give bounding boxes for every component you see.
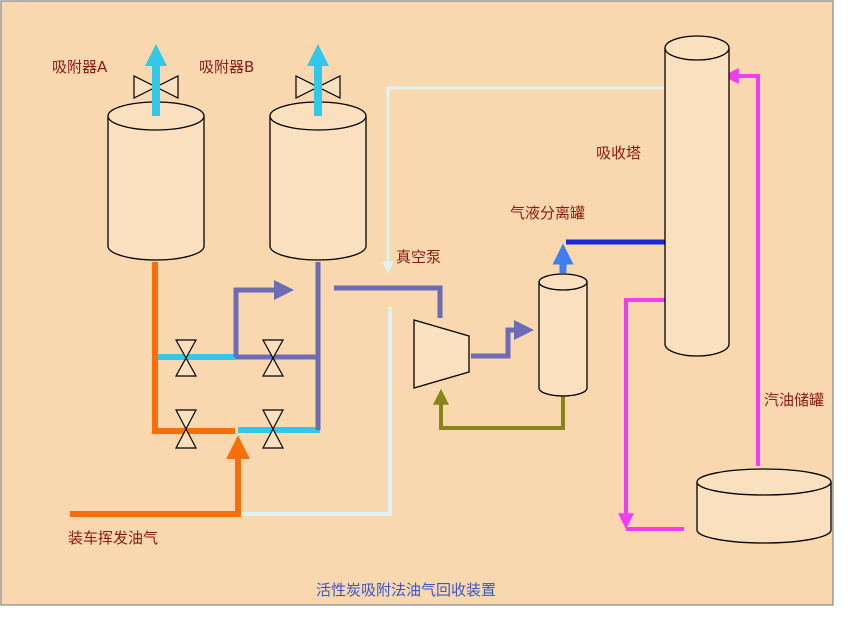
label-adsorber-a: 吸附器A xyxy=(52,58,108,76)
loading-vapor-inlet-line xyxy=(70,435,250,517)
label-vacuum-pump: 真空泵 xyxy=(396,248,441,266)
pale-tower-to-pump-line xyxy=(382,86,665,274)
valve-a-upper[interactable] xyxy=(174,339,198,377)
adsorber-b xyxy=(269,101,367,261)
magenta-tank-to-tower-line xyxy=(722,68,760,466)
valve-a-lower[interactable] xyxy=(175,409,197,449)
absorption-tower xyxy=(664,35,730,357)
label-absorption-tower: 吸收塔 xyxy=(596,144,641,162)
label-gasoline-tank: 汽油储罐 xyxy=(764,391,824,409)
purple-pump-feed-line xyxy=(334,285,443,318)
olive-return-line xyxy=(433,388,565,430)
label-loading-vapor: 装车挥发油气 xyxy=(68,529,158,547)
loading-vapor-line xyxy=(152,262,235,434)
purple-bypass-line xyxy=(233,280,294,357)
label-separator: 气液分离罐 xyxy=(510,204,585,222)
vent-valve-b[interactable] xyxy=(295,75,341,99)
vacuum-pump xyxy=(413,319,470,389)
gasoline-storage-tank xyxy=(696,468,832,544)
pale-return-line xyxy=(238,307,392,516)
vent-arrow-a xyxy=(145,44,167,116)
valve-b-upper[interactable] xyxy=(261,339,285,377)
magenta-tower-to-tank-line xyxy=(618,298,665,530)
diagram-title: 活性炭吸附法油气回收装置 xyxy=(316,581,496,599)
label-adsorber-b: 吸附器B xyxy=(199,58,254,76)
valve-b-lower[interactable] xyxy=(262,409,284,449)
vent-arrow-b xyxy=(307,44,329,116)
purple-pump-to-separator-line xyxy=(471,320,534,359)
gas-liquid-separator xyxy=(538,273,588,397)
vent-valve-a[interactable] xyxy=(133,75,179,99)
adsorber-a xyxy=(107,101,205,261)
